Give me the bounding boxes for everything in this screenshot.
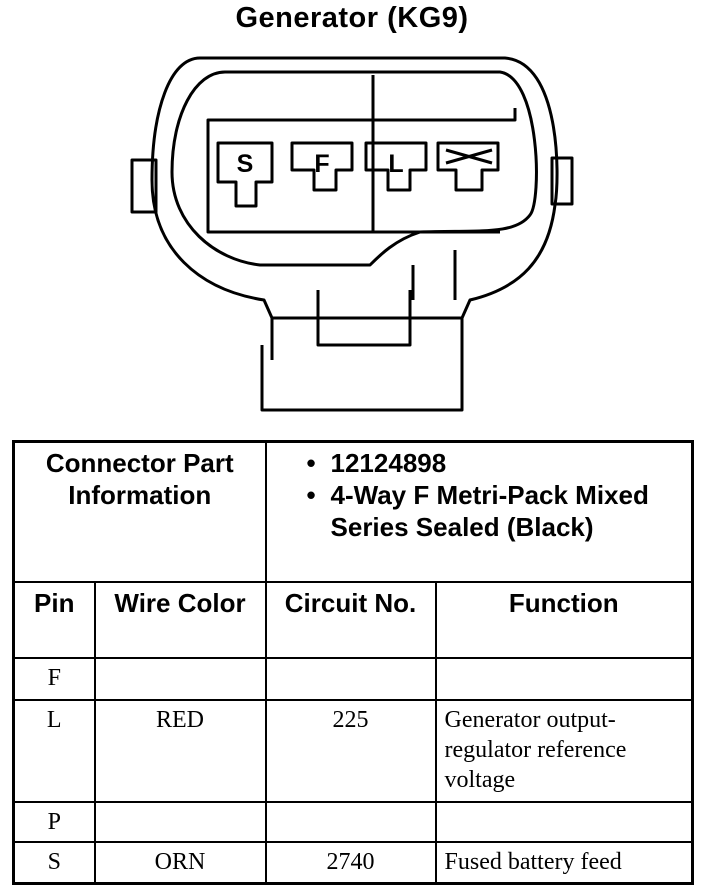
cavity-blocked [436, 141, 500, 192]
table-row: F [12, 656, 694, 701]
connector-part-info-list: 12124898 4-Way F Metri-Pack Mixed Series… [264, 440, 694, 583]
pin-cell: F [12, 656, 96, 701]
connector-part-info-label: Connector Part Information [12, 440, 267, 583]
pin-cell: S [12, 840, 96, 885]
connector-pin-table: Connector Part Information 12124898 4-Wa… [12, 440, 695, 885]
pin-cell: L [12, 698, 96, 803]
circuit-cell [264, 800, 437, 843]
part-number: 12124898 [307, 447, 692, 479]
wire-color-cell: ORN [93, 840, 267, 885]
header-function: Function [434, 580, 694, 659]
table-row: P [12, 800, 694, 843]
wire-color-cell: RED [93, 698, 267, 803]
header-pin: Pin [12, 580, 96, 659]
connector-inner-oval [170, 70, 538, 267]
diagram-title: Generator (KG9) [235, 2, 469, 34]
wire-color-cell [93, 656, 267, 701]
table-row: S ORN 2740 Fused battery feed [12, 840, 694, 885]
cavity-label-s: S [237, 150, 254, 178]
function-cell: Generator output-regulator reference vol… [434, 698, 694, 803]
table-row: L RED 225 Generator output-regulator ref… [12, 698, 694, 803]
circuit-cell: 225 [264, 698, 437, 803]
right-latch-ear [550, 156, 574, 206]
connector-description: 4-Way F Metri-Pack Mixed Series Sealed (… [307, 479, 692, 543]
circuit-cell [264, 656, 437, 701]
header-circuit-no: Circuit No. [264, 580, 437, 659]
cavity-l [364, 141, 428, 192]
pin-cell: P [12, 800, 96, 843]
wire-color-cell [93, 800, 267, 843]
lock-tab-stem [260, 250, 464, 412]
connector-outer-shell [150, 56, 559, 320]
function-cell [434, 800, 694, 843]
header-wire-color: Wire Color [93, 580, 267, 659]
x-mark-icon [445, 148, 493, 165]
connector-info-row: Connector Part Information 12124898 4-Wa… [12, 440, 694, 583]
cavity-f [290, 141, 354, 192]
cavity-panel-right [371, 75, 517, 234]
table-header-row: Pin Wire Color Circuit No. Function [12, 580, 694, 659]
cavity-panel-left [206, 118, 375, 234]
left-latch-ear [130, 158, 158, 214]
circuit-cell: 2740 [264, 840, 437, 885]
connector-face-diagram: S F L [130, 56, 574, 412]
cavity-s [216, 141, 274, 208]
cavity-label-l: L [388, 150, 403, 178]
function-cell [434, 656, 694, 701]
cavity-label-f: F [314, 150, 329, 178]
function-cell: Fused battery feed [434, 840, 694, 885]
